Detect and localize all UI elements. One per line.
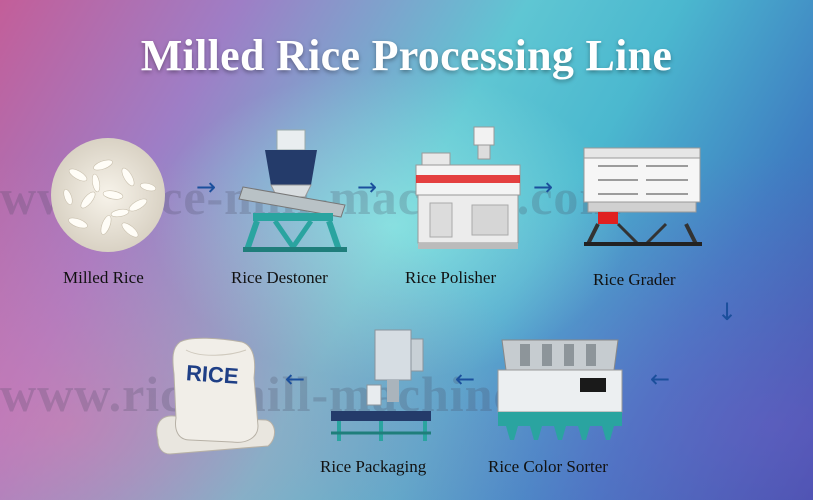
arrow-right-icon: → xyxy=(357,173,378,201)
diagram-title: Milled Rice Processing Line xyxy=(140,31,673,80)
rice-bag-text: RICE xyxy=(185,360,240,389)
rice-bags-drawing xyxy=(156,337,275,455)
arrow-right-icon: → xyxy=(196,173,217,201)
rice-color-sorter-image xyxy=(497,339,623,440)
label-milled-rice: Milled Rice xyxy=(63,268,144,287)
label-rice-polisher: Rice Polisher xyxy=(405,268,497,287)
label-rice-grader: Rice Grader xyxy=(593,270,676,289)
label-rice-packaging: Rice Packaging xyxy=(320,457,427,476)
arrow-left-icon: ← xyxy=(455,365,476,393)
label-rice-color-sorter: Rice Color Sorter xyxy=(488,457,608,476)
rice-bags-image: RICE xyxy=(150,330,280,460)
arrow-right-icon: → xyxy=(533,173,554,201)
rice-grader-image xyxy=(583,147,702,246)
rice-packaging-image xyxy=(331,329,431,441)
rice-polisher-image xyxy=(415,126,521,249)
rice-destoner-image xyxy=(238,129,347,252)
label-rice-destoner: Rice Destoner xyxy=(231,268,328,287)
milled-rice-image xyxy=(51,138,165,252)
arrow-left-icon: ← xyxy=(650,365,671,393)
arrow-down-icon: ↓ xyxy=(717,298,738,326)
arrow-left-icon: ← xyxy=(285,365,306,393)
